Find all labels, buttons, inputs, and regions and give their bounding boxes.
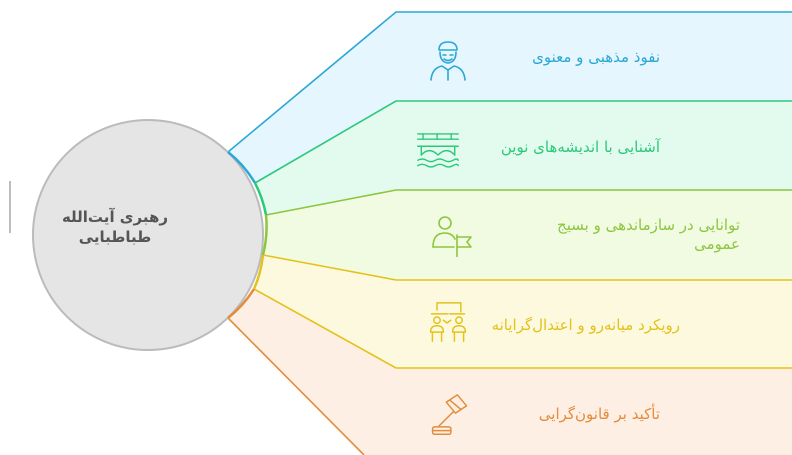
discussion-icon: [429, 302, 467, 343]
center-title: رهبری آیت‌الله طباطبایی: [40, 207, 190, 247]
segment-4-bg: [254, 255, 792, 368]
segment-1-bg: [228, 12, 792, 183]
segment-4-label: رویکرد میانه‌رو و اعتدال‌گرایانه: [491, 316, 680, 334]
arc-green: [253, 182, 268, 216]
segment-2-bg: [255, 101, 792, 215]
center-title-line2: طباطبایی: [78, 228, 152, 246]
segment-2-label: آشنایی با اندیشه‌های نوین: [500, 138, 660, 156]
segment-5-bg: [228, 289, 792, 455]
segment-3-line: [265, 189, 792, 216]
center-circle: [32, 119, 264, 351]
left-edge-mark: [9, 181, 11, 233]
arc-orange: [227, 288, 256, 319]
arc-yellow: [252, 254, 265, 290]
segment-2-line: [254, 100, 792, 184]
segment-1-label: نفوذ مذهبی و معنوی: [532, 48, 660, 66]
segment-5-line: [227, 317, 365, 455]
segment-3-label-line1: توانایی در سازماندهی و بسیج: [557, 216, 740, 234]
segment-3-label-line2: عمومی: [694, 235, 740, 253]
arc-blue: [227, 151, 257, 184]
cleric-person-icon: [430, 41, 466, 81]
bridge-icon: [417, 133, 459, 168]
leader-flag-icon: [432, 216, 472, 257]
segment-5-label: تأکید بر قانون‌گرایی: [538, 405, 660, 423]
segment-4b-line: [253, 288, 792, 369]
segment-4-line: [262, 254, 792, 281]
center-title-line1: رهبری آیت‌الله: [61, 208, 169, 226]
segment-3-label: توانایی در سازماندهی و بسیج عمومی: [557, 216, 740, 254]
segment-3-bg: [263, 190, 792, 280]
arc-lime: [261, 214, 268, 256]
gavel-icon: [431, 394, 468, 435]
segment-1-line: [227, 11, 792, 153]
